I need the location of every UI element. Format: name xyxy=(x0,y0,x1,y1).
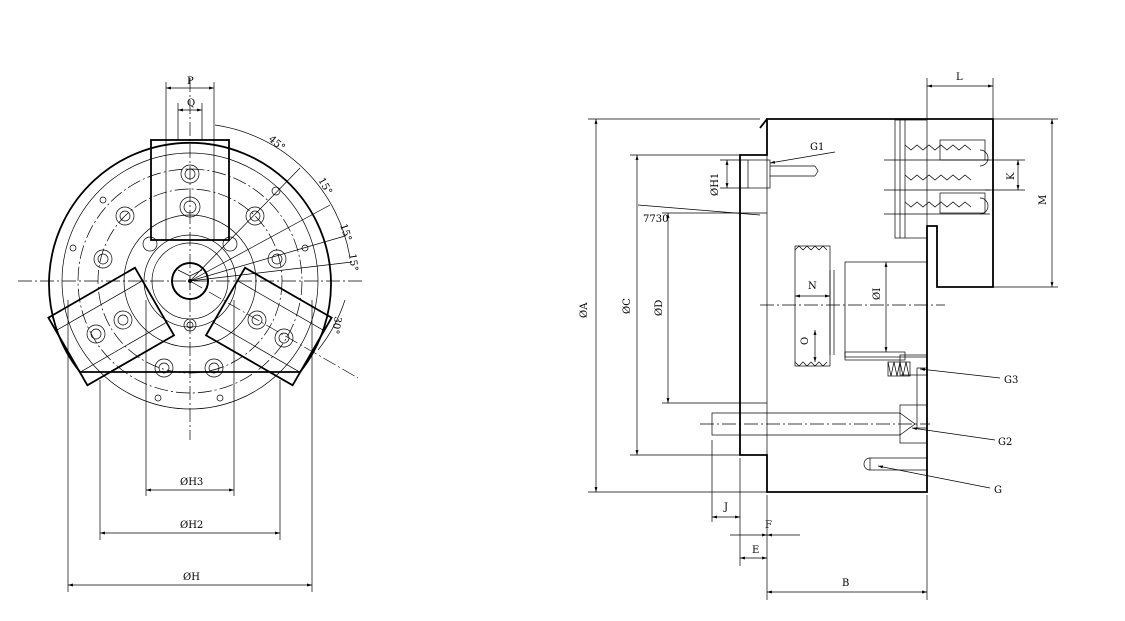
callout-g: G xyxy=(994,485,1002,496)
angle-30-label: 30° xyxy=(329,315,343,334)
bolts xyxy=(700,159,930,471)
dim-c-label: ØC xyxy=(622,298,633,314)
bolt-holes xyxy=(69,186,309,402)
dim-tolerance-label: 7730 xyxy=(643,214,668,225)
jaw-centerline xyxy=(189,280,359,379)
bolt-circle-h1 xyxy=(77,168,303,394)
jaw-top xyxy=(150,139,230,241)
front-view: 45° 15° 15° 15° 30° P Q ØH3 ØH2 ØH xyxy=(18,76,365,592)
bore-circle xyxy=(143,234,237,328)
angle-15-label-3: 15° xyxy=(346,253,359,272)
callout-g3: G3 xyxy=(1004,375,1018,386)
dim-f-label: F xyxy=(765,520,772,531)
dim-l-label: L xyxy=(956,72,963,83)
chuck-outer-contour xyxy=(48,141,332,373)
dim-d-label: ØD xyxy=(654,300,665,316)
dim-k-label: K xyxy=(1006,172,1017,180)
dim-h-label: ØH xyxy=(183,572,200,583)
callout-g1: G1 xyxy=(810,142,824,153)
dim-p-label: P xyxy=(187,76,194,87)
chuck-body-section xyxy=(739,118,994,493)
angle-45-label: 45° xyxy=(266,134,287,154)
inner-bore xyxy=(794,245,928,376)
recess-circle xyxy=(123,214,257,348)
dim-i-label: ØI xyxy=(872,288,883,300)
jaw-teeth xyxy=(884,119,990,239)
angle-lines xyxy=(189,124,353,351)
dim-b-label: B xyxy=(842,578,849,589)
dim-o-label: O xyxy=(800,337,811,345)
dim-m-label: M xyxy=(1038,195,1049,205)
dim-j-label: J xyxy=(723,502,728,513)
dim-q-label: Q xyxy=(187,98,195,109)
dim-h1-label: ØH1 xyxy=(710,173,721,196)
dim-h3-label: ØH3 xyxy=(180,477,203,488)
outer-step-circle xyxy=(61,152,319,410)
dim-a-label: ØA xyxy=(579,302,590,318)
angle-15-label-2: 15° xyxy=(337,223,353,243)
dim-h2-label: ØH2 xyxy=(180,520,203,531)
bolt-circle-h2 xyxy=(97,188,283,374)
dim-n-label: N xyxy=(808,281,817,292)
angle-15-label-1: 15° xyxy=(315,176,333,197)
side-view: ØA ØC ØD 7730 ØH1 ØI N O L xyxy=(579,72,1058,600)
callout-g2: G2 xyxy=(998,437,1012,448)
dim-e-label: E xyxy=(752,545,759,556)
